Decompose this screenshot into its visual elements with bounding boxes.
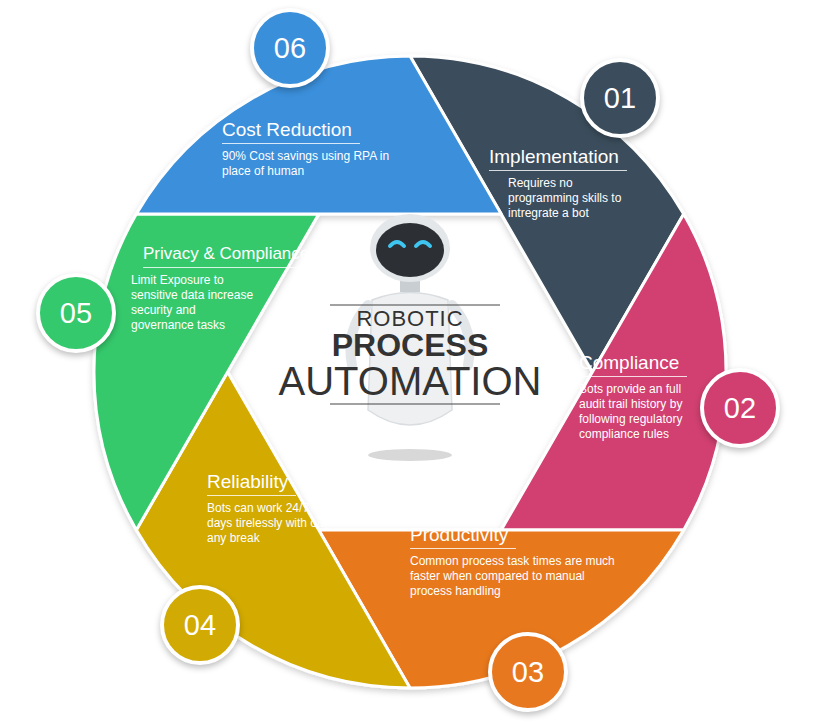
segment-heading: Cost Reduction	[222, 119, 360, 144]
segment-body: Bots can work 24/7 days tirelessly with …	[207, 501, 329, 546]
shutter-blade	[136, 56, 501, 214]
segment-body: Common process task times are much faste…	[410, 554, 615, 599]
feature-segment: ReliabilityBots can work 24/7 days tirel…	[207, 471, 337, 546]
segment-heading: Productivity	[410, 524, 516, 549]
segment-heading: Privacy & Compliance	[143, 243, 317, 268]
callout-number: 01	[604, 82, 636, 115]
feature-segment: ComplianceBots provide an full audit tra…	[579, 352, 697, 442]
segment-heading: Reliability	[207, 471, 296, 496]
callout-circle: 03	[488, 632, 568, 712]
feature-segment: ProductivityCommon process task times ar…	[410, 524, 625, 599]
segment-body: Bots provide an full audit trail history…	[579, 382, 687, 442]
callout-number: 06	[274, 32, 306, 65]
callout-circle: 02	[700, 368, 780, 448]
feature-segment: Privacy & ComplianceLimit Exposure to se…	[131, 243, 261, 333]
callout-circle: 01	[580, 58, 660, 138]
segment-heading: Implementation	[489, 146, 627, 171]
heading-row: Implementation	[489, 146, 639, 171]
callout-number: 04	[184, 609, 216, 642]
feature-segment: ImplementationRequires no programming sk…	[489, 146, 639, 221]
callout-number: 05	[60, 297, 92, 330]
callout-circle: 06	[250, 8, 330, 88]
heading-row: Cost Reduction	[222, 119, 422, 144]
callout-number: 02	[724, 392, 756, 425]
title-label: PROCESS	[250, 328, 570, 362]
heading-row: Compliance	[579, 352, 697, 377]
title-label: AUTOMATION	[250, 360, 570, 402]
segment-heading: Compliance	[579, 352, 687, 377]
callout-circle: 05	[36, 273, 116, 353]
heading-row: Productivity	[410, 524, 625, 549]
feature-segment: Cost Reduction 90% Cost savings using RPA…	[222, 119, 422, 179]
heading-row: Reliability	[207, 471, 337, 496]
segment-body: Limit Exposure to sensitive data increas…	[131, 273, 256, 333]
blade-group	[94, 56, 726, 688]
segment-body: Requires no programming skills to intreg…	[508, 176, 628, 221]
callout-number: 03	[512, 656, 544, 689]
heading-row: Privacy & Compliance	[131, 243, 261, 268]
callout-circle: 04	[160, 585, 240, 665]
segment-body: 90% Cost savings using RPA in place of h…	[222, 149, 417, 179]
